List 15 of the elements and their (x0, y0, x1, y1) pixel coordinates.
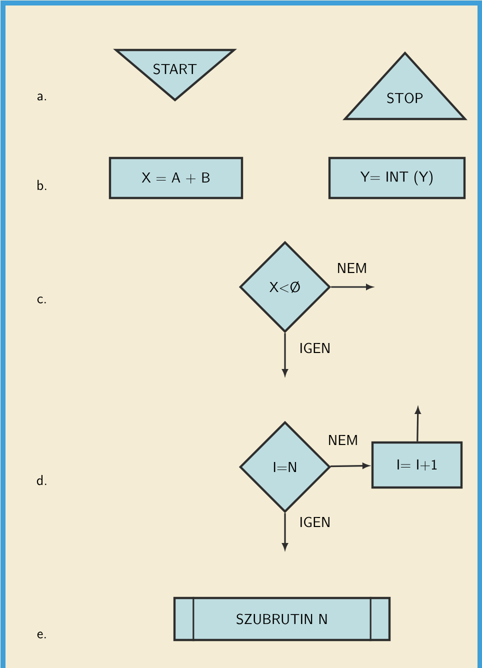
edge-label: NEM (336, 262, 368, 274)
arrow (414, 407, 421, 442)
row-letter: e. (37, 632, 46, 638)
row-letter: b. (38, 180, 46, 190)
arrow (282, 333, 288, 376)
subroutine-box: SZUBRUTIN N (173, 596, 391, 642)
process-box: X = A + B (108, 156, 244, 200)
arrow (330, 462, 370, 469)
row-letter: c. (37, 296, 46, 304)
arrow (282, 513, 288, 550)
arrow (331, 284, 373, 290)
process-box: I= I+1 (371, 441, 463, 489)
row-letter: d. (36, 474, 46, 486)
process-box: Y= INT (Y) (328, 156, 466, 200)
row-letter: a. (37, 94, 46, 100)
